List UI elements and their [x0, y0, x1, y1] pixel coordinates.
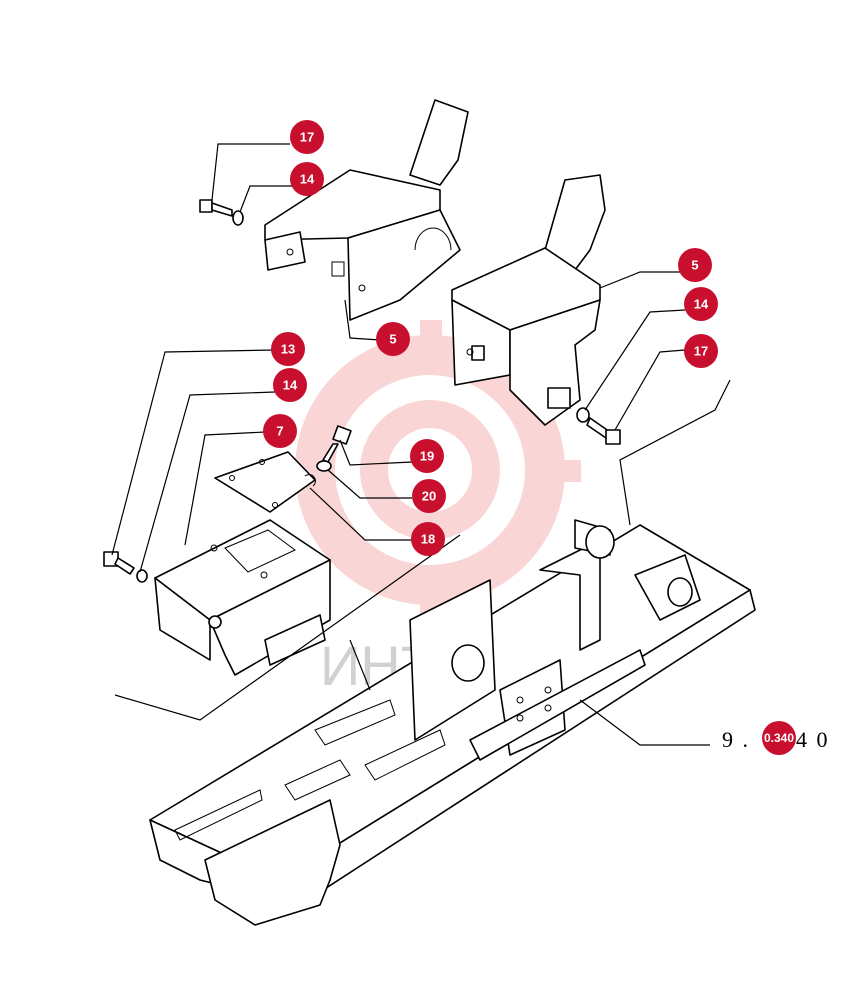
callout-label: 5 — [389, 332, 396, 347]
bolt-19 — [316, 425, 352, 472]
figure-ref-suffix: 4 0 — [796, 727, 830, 752]
callout-19[interactable]: 19 — [410, 439, 444, 473]
callout-label: 14 — [694, 297, 709, 312]
bolt-top-left — [199, 199, 244, 226]
callout-7[interactable]: 7 — [263, 414, 297, 448]
callout-label: 5 — [691, 258, 698, 273]
callout-5-left[interactable]: 5 — [376, 322, 410, 356]
figure-reference: 9 . 0.340 4 0 — [722, 721, 830, 755]
callout-label: 17 — [300, 130, 314, 145]
callout-17-right[interactable]: 17 — [684, 334, 718, 368]
callout-5-right[interactable]: 5 — [678, 248, 712, 282]
callout-label: 13 — [281, 342, 295, 357]
cover-top-right — [451, 174, 606, 426]
callout-20[interactable]: 20 — [412, 479, 446, 513]
cover-top-left — [264, 99, 469, 321]
callout-14-top-left[interactable]: 14 — [290, 162, 324, 196]
bolt-13 — [103, 551, 148, 583]
frame-rail — [149, 519, 756, 926]
callout-17-top-left[interactable]: 17 — [290, 120, 324, 154]
callout-label: 14 — [300, 172, 315, 187]
callout-label: 7 — [276, 424, 283, 439]
leader-lines — [111, 143, 731, 746]
plate-18 — [214, 451, 316, 513]
callout-18[interactable]: 18 — [411, 522, 445, 556]
figure-ref-prefix: 9 . — [722, 727, 750, 752]
housing-7 — [154, 519, 331, 676]
callout-14-right[interactable]: 14 — [684, 287, 718, 321]
bolt-top-right — [576, 407, 621, 445]
callout-label: 14 — [283, 378, 298, 393]
callout-14-left[interactable]: 14 — [273, 368, 307, 402]
callout-label: 20 — [422, 489, 436, 504]
figure-ref-badge-icon — [762, 721, 796, 755]
callout-label: 18 — [421, 532, 435, 547]
callout-13[interactable]: 13 — [271, 332, 305, 366]
figure-ref-badge: 0.340 — [764, 731, 794, 745]
callout-label: 19 — [420, 449, 434, 464]
callout-label: 17 — [694, 344, 708, 359]
